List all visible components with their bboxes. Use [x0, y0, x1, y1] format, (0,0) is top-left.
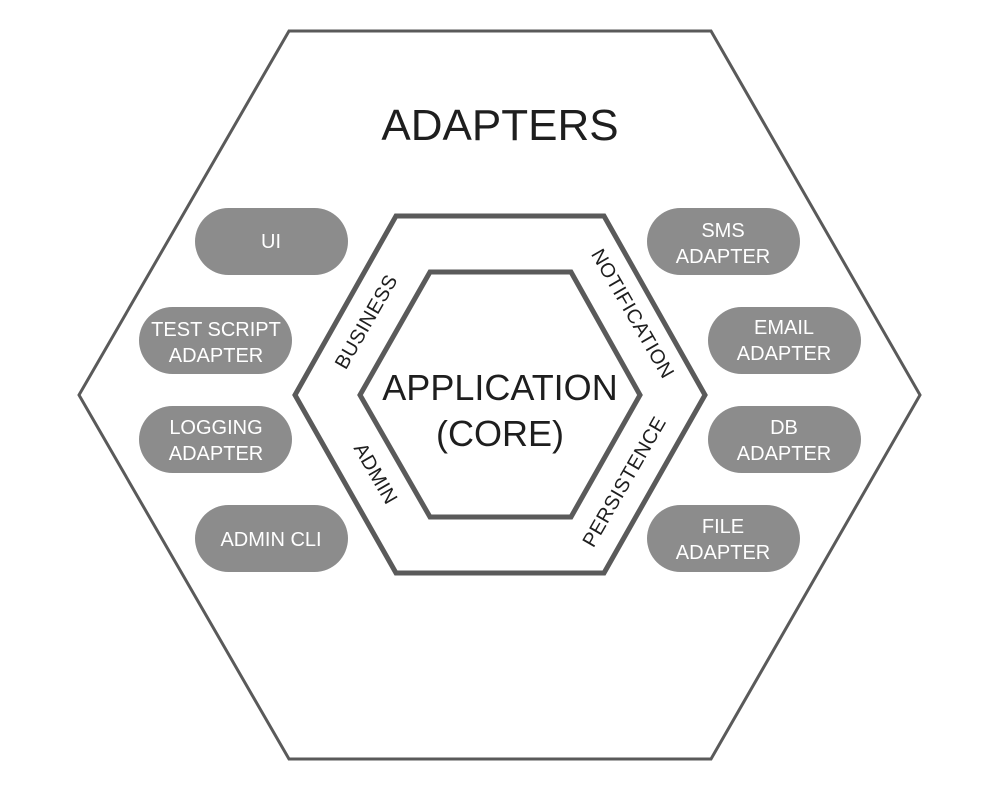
core-label-line1: APPLICATION [382, 367, 617, 408]
adapter-db-label-line1: DB [770, 417, 798, 439]
adapter-sms-pill [647, 208, 800, 275]
adapter-email: EMAIL ADAPTER [708, 307, 861, 374]
adapter-admin-cli: ADMIN CLI [195, 505, 348, 572]
adapter-sms-label-line2: ADAPTER [676, 246, 770, 268]
adapter-test-script-pill [139, 307, 292, 374]
outer-hexagon [77, 29, 922, 761]
diagram-title: ADAPTERS [381, 101, 618, 150]
adapter-test-script-label-line1: TEST SCRIPT [151, 319, 281, 341]
core-label-line2: (CORE) [436, 413, 564, 454]
middle-hexagon [292, 213, 708, 576]
port-label-business: BUSINESS [331, 271, 403, 373]
adapter-email-label-line1: EMAIL [754, 317, 814, 339]
adapter-file-label-line1: FILE [702, 516, 744, 538]
adapter-file-pill [647, 505, 800, 572]
adapter-db-label-line2: ADAPTER [737, 443, 831, 465]
adapter-file-label-line2: ADAPTER [676, 542, 770, 564]
adapter-admin-cli-pill [195, 505, 348, 572]
adapter-admin-cli-label: ADMIN CLI [220, 529, 321, 551]
adapter-test-script: TEST SCRIPT ADAPTER [139, 307, 292, 374]
adapter-email-label-line2: ADAPTER [737, 343, 831, 365]
adapter-ui: UI [195, 208, 348, 275]
adapter-sms: SMS ADAPTER [647, 208, 800, 275]
adapter-ui-pill [195, 208, 348, 275]
adapter-email-pill [708, 307, 861, 374]
adapter-ui-label: UI [261, 231, 281, 253]
inner-hexagon [357, 269, 643, 520]
adapter-logging-label-line1: LOGGING [169, 417, 262, 439]
adapter-logging: LOGGING ADAPTER [139, 406, 292, 473]
adapter-db-pill [708, 406, 861, 473]
adapter-logging-label-line2: ADAPTER [169, 443, 263, 465]
adapter-sms-label-line1: SMS [701, 220, 744, 242]
adapter-db: DB ADAPTER [708, 406, 861, 473]
adapter-logging-pill [139, 406, 292, 473]
adapter-test-script-label-line2: ADAPTER [169, 345, 263, 367]
adapter-file: FILE ADAPTER [647, 505, 800, 572]
